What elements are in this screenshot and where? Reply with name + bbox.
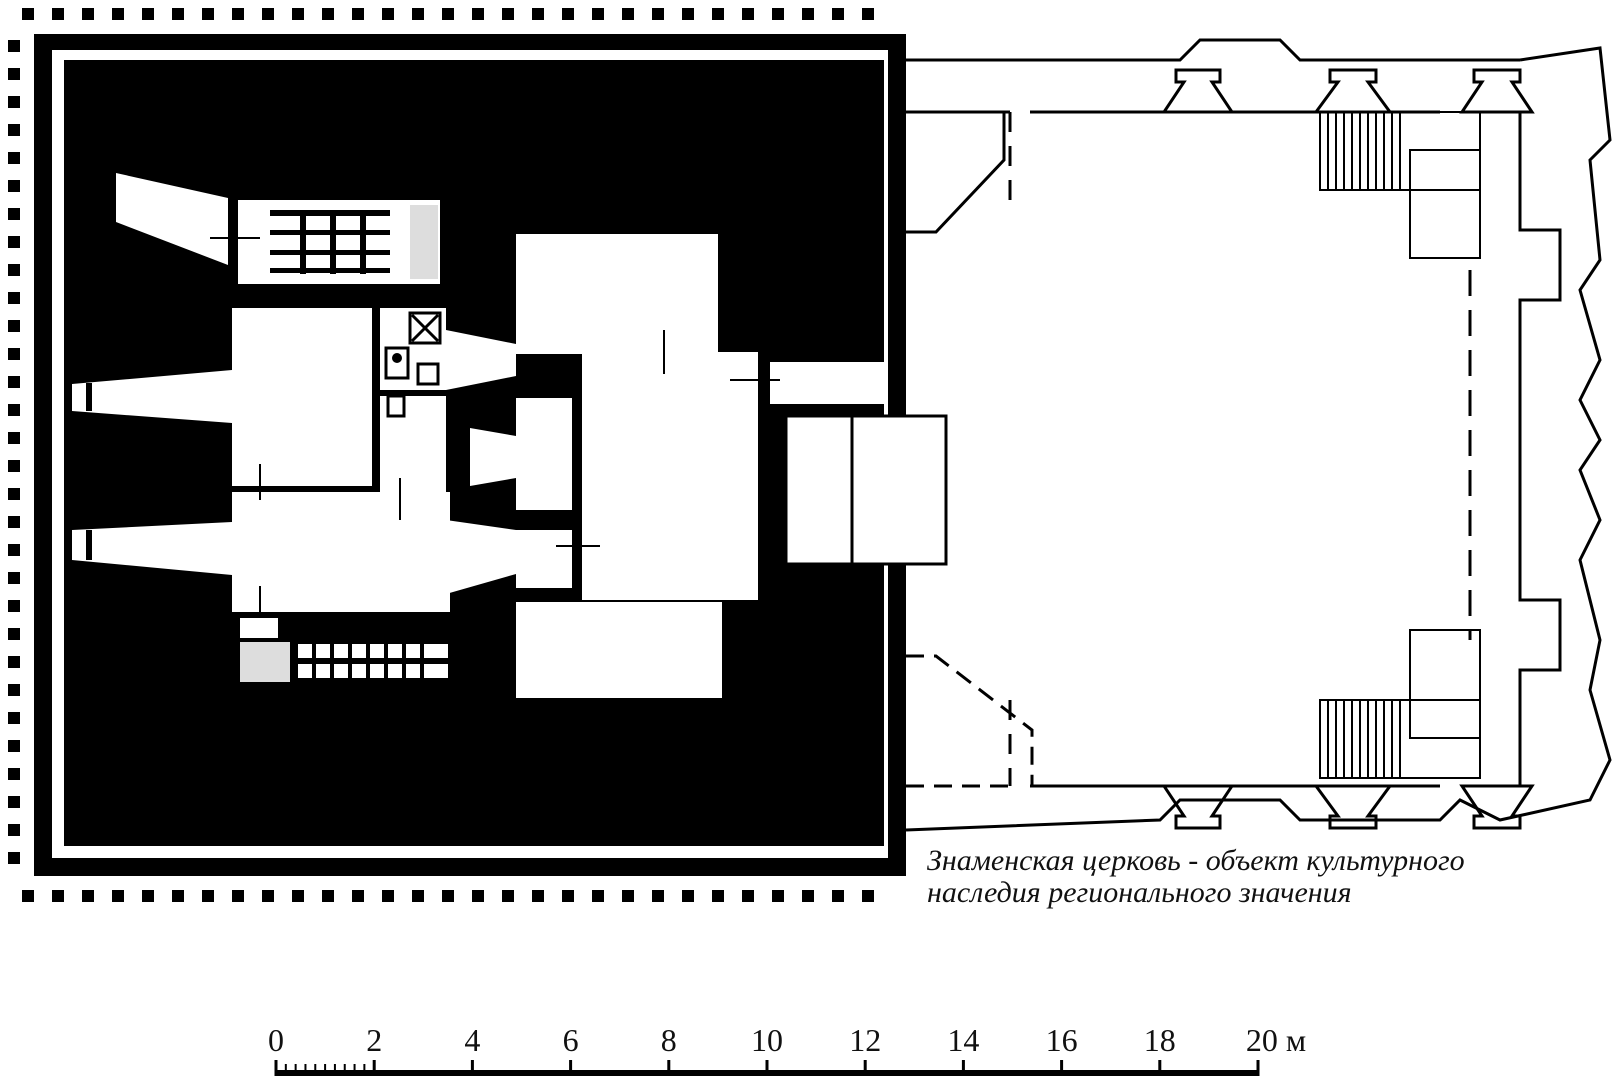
scale-label: 2 bbox=[366, 1022, 383, 1058]
scale-label: 6 bbox=[562, 1022, 579, 1058]
scale-label: 16 bbox=[1045, 1022, 1078, 1058]
scale-label-end: 20 м bbox=[1245, 1022, 1307, 1058]
scale-label: 14 bbox=[947, 1022, 980, 1058]
connector-passage bbox=[766, 414, 948, 566]
caption-line-2: наследия регионального значения bbox=[927, 876, 1352, 909]
scale-label: 4 bbox=[464, 1022, 481, 1058]
scale-label: 18 bbox=[1143, 1022, 1176, 1058]
church-stairs bbox=[1319, 111, 1481, 779]
scale-label: 10 bbox=[751, 1022, 783, 1058]
site-boundary-dashed bbox=[8, 8, 874, 902]
caption-line-1: Знаменская церковь - объект культурного bbox=[927, 844, 1465, 877]
scale-label: 12 bbox=[849, 1022, 882, 1058]
church-columns bbox=[1161, 68, 1535, 830]
scale-label: 0 bbox=[268, 1022, 284, 1058]
znamenskaya-church-plan bbox=[905, 38, 1612, 832]
new-building bbox=[34, 34, 906, 876]
scale-label: 8 bbox=[660, 1022, 677, 1058]
scale-bar bbox=[274, 1060, 1260, 1076]
